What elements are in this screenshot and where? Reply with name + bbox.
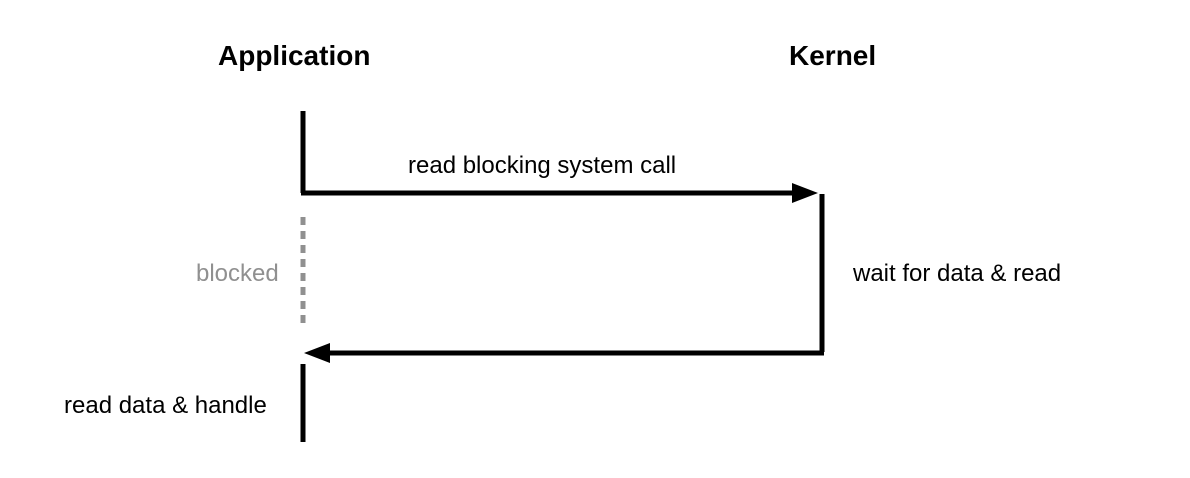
kernel-wait-label: wait for data & read bbox=[853, 260, 1062, 287]
return-arrow-head bbox=[304, 343, 330, 363]
kernel-lane-title: Kernel bbox=[789, 40, 877, 71]
blocked-label: blocked bbox=[196, 260, 279, 287]
syscall-arrow-head bbox=[792, 183, 818, 203]
handle-data-label: read data & handle bbox=[64, 392, 267, 419]
application-lane-title: Application bbox=[218, 40, 371, 71]
syscall-label: read blocking system call bbox=[408, 152, 677, 179]
